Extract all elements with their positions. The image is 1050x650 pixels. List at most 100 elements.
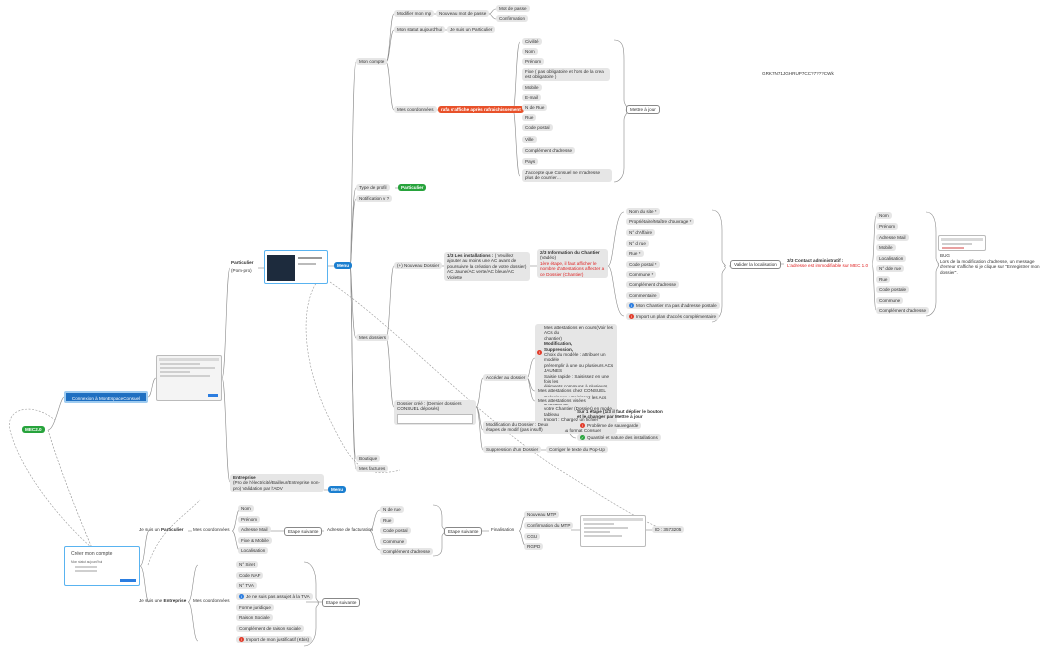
part-nom[interactable]: Nom bbox=[238, 505, 254, 513]
fact-complement[interactable]: Complément d'adresse bbox=[380, 548, 434, 556]
chantier-rue[interactable]: Rue * bbox=[626, 250, 644, 258]
dossier-cree[interactable]: Dossier créé : (Dernier dossiers CONSUEL… bbox=[394, 400, 476, 425]
etape-suivante-3[interactable]: Etape suivante bbox=[322, 598, 361, 608]
fact-rue[interactable]: Rue bbox=[380, 517, 395, 525]
fact-code-postal[interactable]: Code postal bbox=[380, 527, 411, 535]
step3-contact[interactable]: 3/3 Contact administratif : L'adresse es… bbox=[786, 258, 872, 269]
part-mail[interactable]: Adresse Mail bbox=[238, 526, 271, 534]
ent-raison-sociale[interactable]: Raison Sociale bbox=[236, 614, 273, 622]
quantite-nature[interactable]: ✓Quantité et nature des installations bbox=[577, 434, 661, 442]
mes-dossiers[interactable]: Mes dossiers bbox=[356, 334, 390, 342]
nouveau-mdp[interactable]: Nouveau mot de passe bbox=[436, 10, 490, 18]
fin-cgu[interactable]: CGU bbox=[524, 533, 541, 541]
confirmation-field[interactable]: Confirmation bbox=[496, 15, 529, 23]
ent-naf[interactable]: Code NAF bbox=[236, 572, 264, 580]
modif-dossier[interactable]: Modification du Dossier : Deux étapes de… bbox=[483, 421, 565, 434]
boutique[interactable]: Boutique bbox=[356, 455, 381, 463]
contact-mail[interactable]: Adresse Mail bbox=[876, 234, 909, 242]
coord-civilite[interactable]: Civilité bbox=[522, 38, 542, 46]
contact-n-rue[interactable]: N° dde rue bbox=[876, 265, 905, 273]
import-plan[interactable]: !Import un plan d'accès complémentaire bbox=[626, 313, 720, 321]
contact-nom[interactable]: Nom bbox=[876, 212, 892, 220]
chantier-nom-site[interactable]: Nom du site * bbox=[626, 208, 660, 216]
modifier-mdp[interactable]: Modifier mon mp bbox=[394, 10, 435, 18]
chantier-n-affaire[interactable]: N° d'Affaire bbox=[626, 229, 656, 237]
coord-pays[interactable]: Pays bbox=[522, 158, 539, 166]
step1-installations[interactable]: 1/3 Les installations : ( Veuillez ajout… bbox=[444, 252, 530, 282]
ent-complement-raison[interactable]: Complément de raison sociale bbox=[236, 625, 304, 633]
fin-confirmation[interactable]: Confirmation du MTP bbox=[524, 522, 574, 530]
etape-suivante-1[interactable]: Etape suivante bbox=[284, 527, 323, 537]
fact-n-rue[interactable]: N de rue bbox=[380, 506, 404, 514]
connect-button[interactable]: Connexion à MonEspaceConsuel bbox=[64, 391, 148, 403]
mon-compte[interactable]: Mon compte bbox=[356, 58, 388, 66]
coord-mobile[interactable]: Mobile bbox=[522, 84, 542, 92]
mon-statut[interactable]: Mon statut aujourd'hui bbox=[394, 26, 446, 34]
contact-complement[interactable]: Complément d'adresse bbox=[876, 307, 930, 315]
acceder-detail[interactable]: ! Mes attestations en cours(Voir les ACs… bbox=[535, 324, 617, 435]
ent-forme-juridique[interactable]: Forme juridique bbox=[236, 604, 274, 612]
particulier-coordonnees[interactable]: Mes coordonnées bbox=[193, 527, 230, 532]
coord-prenom[interactable]: Prénom bbox=[522, 58, 545, 66]
root-node[interactable]: MEC2.0 bbox=[22, 426, 45, 434]
attestations-chez[interactable]: Mes attestations chez CONSUEL bbox=[535, 387, 609, 395]
mes-coordonnees[interactable]: Mes coordonnées bbox=[394, 106, 437, 114]
valider-localisation[interactable]: Valider la localisation bbox=[730, 260, 781, 270]
chantier-commune[interactable]: Commune * bbox=[626, 271, 657, 279]
etape-suivante-2[interactable]: Etape suivante bbox=[444, 527, 483, 537]
contact-commune[interactable]: Commune bbox=[876, 297, 904, 305]
coord-rue[interactable]: Rue bbox=[522, 114, 537, 122]
chantier-complement[interactable]: Complément d'adresse bbox=[626, 281, 680, 289]
chantier-code-postal[interactable]: Code postal * bbox=[626, 261, 660, 269]
finalisation[interactable]: Finalisation bbox=[491, 527, 515, 532]
chantier-commentaire[interactable]: Commentaire bbox=[626, 292, 660, 300]
coord-nom[interactable]: Nom bbox=[522, 48, 538, 56]
mettre-a-jour[interactable]: Mettre à jour bbox=[626, 105, 660, 115]
corriger-popup[interactable]: Corriger le texte du Pop-Up bbox=[546, 446, 608, 454]
je-suis-une-entreprise[interactable]: Je suis une Entreprise bbox=[138, 598, 187, 603]
probleme-sauvegarde[interactable]: !Problème de sauvegarde bbox=[577, 422, 642, 430]
ent-tva[interactable]: N° TVA bbox=[236, 582, 257, 590]
particulier-menu[interactable]: Menu bbox=[334, 262, 352, 270]
coord-code-postal[interactable]: Code postal bbox=[522, 124, 553, 132]
chantier-n-rue[interactable]: N° d rue bbox=[626, 240, 649, 248]
mes-factures[interactable]: Mes factures bbox=[356, 465, 389, 473]
fin-rgpd[interactable]: RGPD bbox=[524, 543, 544, 551]
coord-courrier[interactable]: J'accepte que Consuel ne m'adresse plus … bbox=[522, 169, 612, 182]
coord-ville[interactable]: Ville bbox=[522, 136, 537, 144]
coord-fixe[interactable]: Fixe ( pas obligatoire et l'ors de la cr… bbox=[522, 68, 610, 81]
entreprise-menu[interactable]: Menu bbox=[328, 486, 346, 494]
je-suis-un-particulier[interactable]: Je suis un Particulier bbox=[138, 527, 184, 532]
step3-note: L'adresse est immodifiable sur MEC 1.0 bbox=[787, 263, 869, 269]
coord-email[interactable]: E-mail bbox=[522, 94, 542, 102]
coord-n-rue[interactable]: N de Rue bbox=[522, 104, 548, 112]
part-localisation[interactable]: Localisation bbox=[238, 547, 269, 555]
part-prenom[interactable]: Prénom bbox=[238, 516, 261, 524]
je-suis-particulier[interactable]: Je suis un Particulier bbox=[447, 26, 496, 34]
entreprise-coordonnees[interactable]: Mes coordonnées bbox=[193, 598, 230, 603]
contact-localisation[interactable]: Localisation bbox=[876, 255, 907, 263]
step2-chantier[interactable]: 2/3 Information du Chantier (Vadéo) 1ère… bbox=[537, 249, 608, 279]
suppression-dossier[interactable]: Suppression d'un Dossier bbox=[483, 446, 542, 454]
ent-import-kbis[interactable]: !Import de mon justificatif (Kbis) bbox=[236, 636, 313, 644]
coord-complement[interactable]: Complément d'adresse bbox=[522, 147, 576, 155]
adresse-facturation[interactable]: Adresse de facturation bbox=[327, 527, 373, 532]
attestations-visees[interactable]: Mes attestations visées bbox=[535, 397, 589, 405]
chantier-proprietaire[interactable]: Propriétaire/Maître d'ouvrage * bbox=[626, 218, 695, 226]
fin-nouveau-mtp[interactable]: Nouveau MTP bbox=[524, 511, 560, 519]
entreprise-node[interactable]: Entreprise (Pro de l'électricité/Bailleu… bbox=[230, 474, 324, 493]
acceder-dossier[interactable]: Accéder au dossier bbox=[483, 374, 529, 382]
contact-rue[interactable]: Rue bbox=[876, 276, 891, 284]
notification[interactable]: Notification v ? bbox=[356, 195, 393, 203]
mdp-field[interactable]: Mot de passe bbox=[496, 5, 530, 13]
contact-mobile[interactable]: Mobile bbox=[876, 244, 896, 252]
nouveau-dossier[interactable]: (+) Nouveau Dossier bbox=[394, 262, 443, 270]
type-profil[interactable]: Type de profil bbox=[356, 184, 390, 192]
contact-code-postale[interactable]: Code postale bbox=[876, 286, 910, 294]
contact-prenom[interactable]: Prénom bbox=[876, 223, 899, 231]
part-fixe-mobile[interactable]: Fixe & Mobile bbox=[238, 537, 272, 545]
fact-commune[interactable]: Commune bbox=[380, 538, 408, 546]
ent-siret[interactable]: N° Siret bbox=[236, 561, 258, 569]
